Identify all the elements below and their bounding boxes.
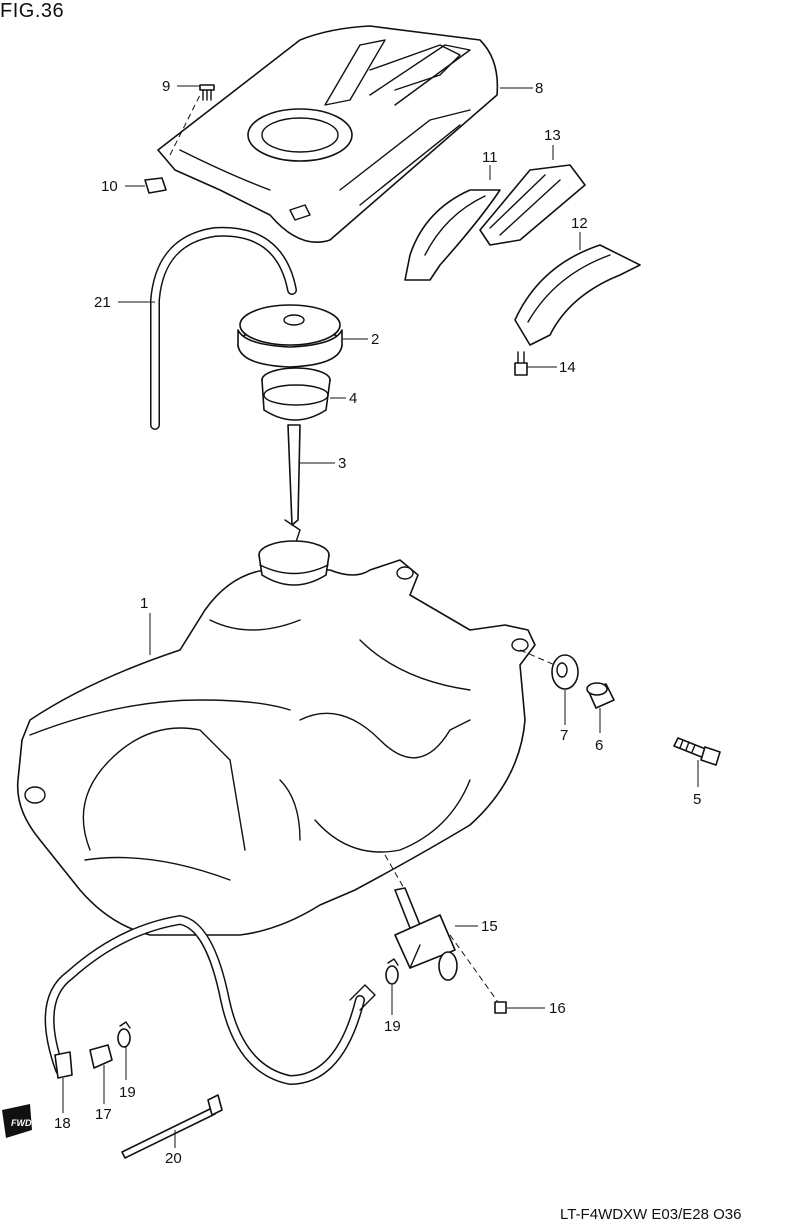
bracket-part-13 (479, 164, 586, 246)
callout-7: 7 (560, 727, 568, 744)
fuel-gauge-base-part-4 (261, 367, 331, 421)
callout-6: 6 (595, 737, 603, 754)
assembly-line-cover (169, 94, 201, 156)
callout-15: 15 (481, 918, 498, 935)
fuel-cap-part-2 (237, 304, 343, 368)
callout-21: 21 (94, 294, 111, 311)
fuel-gauge-rod-part-3 (284, 424, 301, 546)
callout-13: 13 (544, 127, 561, 144)
callout-16: 16 (549, 1000, 566, 1017)
callout-20: 20 (165, 1150, 182, 1167)
screw-part-16 (494, 1001, 507, 1014)
callout-11: 11 (482, 149, 498, 166)
assembly-line-screw (449, 934, 499, 1003)
assembly-line-valve (384, 854, 406, 891)
callout-19-right: 19 (384, 1018, 401, 1035)
callout-10: 10 (101, 178, 118, 195)
callout-12: 12 (571, 215, 588, 232)
bolt-part-14 (514, 351, 528, 376)
grommet-part-7 (551, 654, 579, 690)
collar-part-6 (586, 682, 615, 709)
cable-tie-part-20 (121, 1094, 223, 1159)
callout-4: 4 (349, 390, 357, 407)
callout-2: 2 (371, 331, 379, 348)
fuel-hose (44, 914, 376, 1086)
fuel-valve-part-15 (394, 887, 458, 981)
bracket-part-12 (514, 244, 641, 346)
figure-title: FIG.36 (0, 0, 65, 22)
callout-leader-lines (62, 85, 699, 1148)
fwd-badge-label: FWD (11, 1118, 32, 1128)
fuel-tank-part-1 (16, 540, 536, 936)
callout-5: 5 (693, 791, 701, 808)
tank-cover-part-8 (157, 25, 499, 244)
fwd-arrow-icon: FWD (2, 1104, 32, 1138)
hose-joint-part-17 (89, 1044, 113, 1069)
figure-footer-code: LT-F4WDXW E03/E28 O36 (560, 1206, 742, 1223)
callout-18: 18 (54, 1115, 71, 1132)
callout-9: 9 (162, 78, 170, 95)
screw-part-9 (199, 84, 215, 101)
callout-1: 1 (140, 595, 148, 612)
clip-nut-part-10 (144, 177, 167, 194)
bracket-part-11 (404, 189, 501, 281)
clamp-part-19-right (385, 958, 399, 985)
callout-3: 3 (338, 455, 346, 472)
callout-19-left: 19 (119, 1084, 136, 1101)
assembly-line-tank-hole (519, 649, 556, 666)
callout-14: 14 (559, 359, 576, 376)
callout-17: 17 (95, 1106, 112, 1123)
bolt-part-5 (673, 737, 721, 766)
clamp-part-19-left (117, 1021, 131, 1048)
hose-elbow-part-18 (54, 1051, 73, 1079)
callout-8: 8 (535, 80, 543, 97)
